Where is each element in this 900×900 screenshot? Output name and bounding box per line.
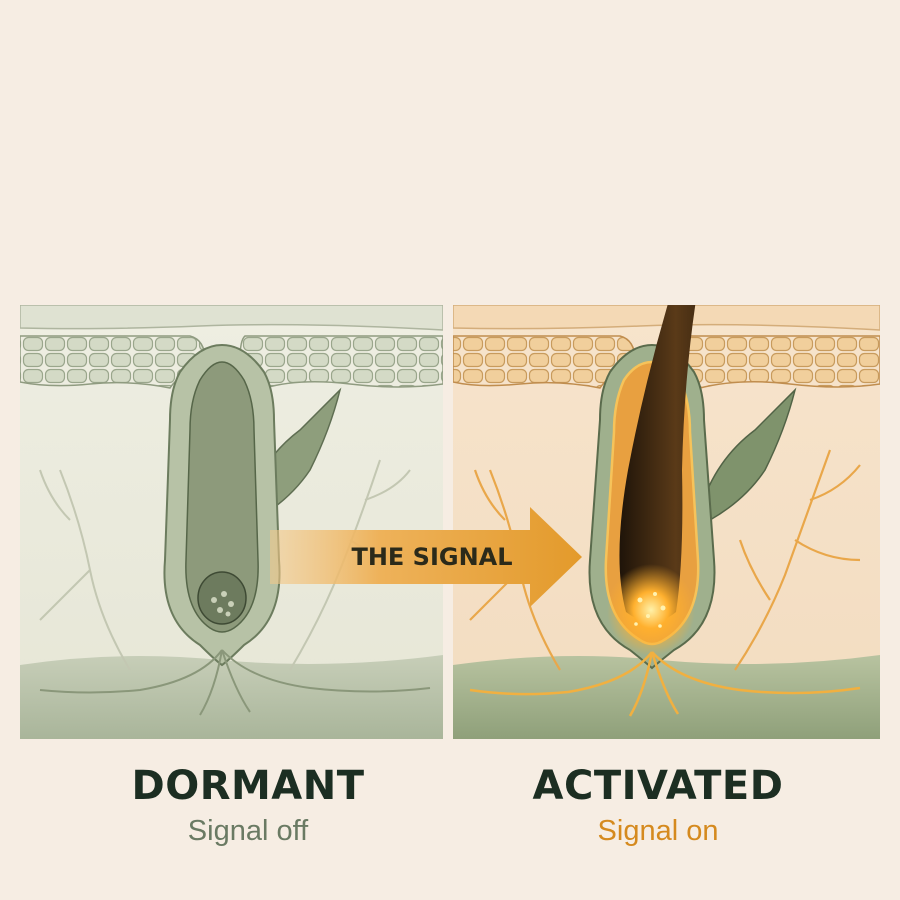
signal-arrow-label: THE SIGNAL [351, 543, 512, 571]
dormant-subtitle: Signal off [187, 815, 309, 847]
dormant-title: DORMANT [131, 763, 365, 809]
activated-arrector-muscle [699, 387, 797, 521]
activated-title: ACTIVATED [532, 763, 784, 809]
dormant-skin-surface [20, 305, 443, 331]
dormant-roots [39, 649, 431, 716]
activated-dermis [453, 655, 880, 739]
activated-hair-shaft [619, 305, 696, 622]
activated-epidermis-right [675, 335, 880, 389]
activated-sparkles [634, 592, 666, 628]
activated-signal-glow [607, 564, 695, 656]
activated-caption: ACTIVATED Signal on [448, 764, 868, 848]
dormant-epidermis-right [239, 335, 443, 389]
dormant-papilla-cells [211, 591, 234, 617]
dormant-caption: DORMANT Signal off [38, 764, 458, 848]
dormant-dermis [20, 655, 443, 739]
dormant-follicle-inner [185, 361, 259, 633]
signal-arrow: THE SIGNAL [270, 507, 582, 607]
dormant-follicle-bulb [197, 571, 247, 625]
activated-roots [469, 651, 861, 717]
dormant-panel [20, 305, 443, 739]
activated-panel [453, 305, 880, 739]
panel-divider [443, 305, 453, 739]
signal-arrow-shape [270, 507, 582, 607]
activated-subtitle: Signal on [597, 815, 719, 847]
